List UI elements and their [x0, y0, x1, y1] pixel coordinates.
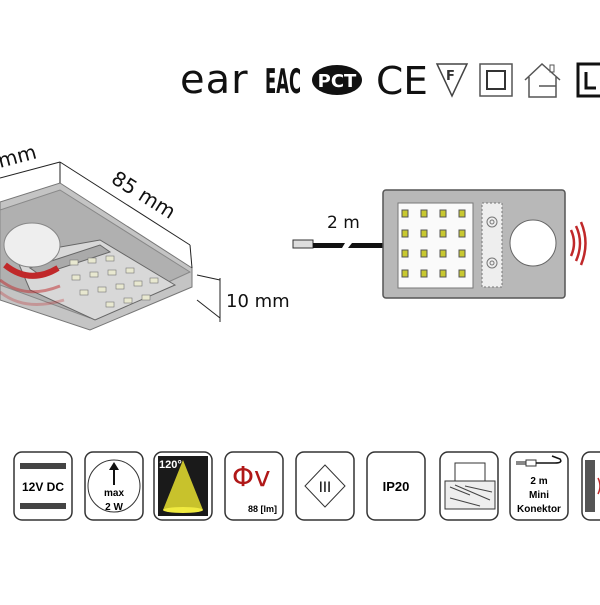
svg-text:Mini: Mini [529, 490, 549, 501]
voltage-label: 12V DC [22, 480, 64, 494]
led [458, 229, 466, 238]
svg-text:120°: 120° [159, 459, 182, 471]
protection-class-feature: III [295, 451, 355, 521]
svg-text:Konektor: Konektor [517, 504, 561, 515]
sensor-waves-icon [0, 262, 65, 306]
beam-angle-feature: 120° [153, 451, 213, 521]
led [401, 229, 409, 238]
svg-text:2 W: 2 W [105, 502, 123, 513]
mounting-surface-feature [439, 451, 499, 521]
eac-mark: EAC [265, 62, 301, 102]
led [420, 229, 428, 238]
indoor-use-mark [524, 62, 561, 98]
class-ii-mark [479, 63, 513, 97]
width-dimension-label: mm [0, 140, 39, 173]
led [420, 269, 428, 278]
svg-text:III: III [319, 480, 331, 496]
svg-text:88 [lm]: 88 [lm] [248, 504, 277, 514]
ear-mark: ear [180, 57, 249, 103]
certification-marks: ear EAC PCT CE F [180, 57, 600, 103]
led [401, 269, 409, 278]
f-mark: F [435, 63, 469, 98]
led-grid [69, 255, 159, 308]
led [439, 229, 447, 238]
voltage-feature: 12V DC [13, 451, 73, 521]
height-dimension-label: 10 mm [226, 291, 290, 312]
led [420, 209, 428, 218]
motion-sensor-dome [3, 222, 61, 268]
cable-length-label: 2 m [327, 213, 360, 233]
ip-rating-feature: IP20 [366, 451, 426, 521]
power-feature: max 2 W [84, 451, 144, 521]
device-front-view: 2 m [292, 189, 587, 299]
led [458, 269, 466, 278]
led [401, 249, 409, 258]
led [458, 209, 466, 218]
svg-text:Φv: Φv [232, 460, 271, 493]
pct-mark: PCT [312, 65, 362, 95]
led [458, 249, 466, 258]
sensor-waves-icon [569, 221, 587, 266]
led [439, 249, 447, 258]
mini-connector-icon [292, 239, 314, 249]
device-isometric-view: mm 85 mm 10 mm [0, 140, 290, 331]
ce-mark: CE [376, 59, 428, 103]
dimension-lines [0, 161, 221, 322]
luminous-flux-feature: Φv 88 [lm] [224, 451, 284, 521]
svg-text:IP20: IP20 [383, 479, 410, 494]
feature-icons: 12V DC max 2 W 120° Φv 88 [lm] III [13, 451, 600, 521]
led [439, 209, 447, 218]
motion-sensor [509, 219, 557, 267]
led [420, 249, 428, 258]
pct-mark-text: PCT [318, 71, 357, 92]
svg-text:max: max [104, 488, 124, 499]
led-grid [401, 209, 466, 278]
l-mark [576, 62, 600, 98]
led [401, 209, 409, 218]
svg-text:F: F [446, 69, 455, 84]
sensor-feature-partial [581, 451, 600, 521]
cable-feature: 2 m Mini Konektor [509, 451, 569, 521]
svg-text:2 m: 2 m [530, 476, 547, 487]
led [439, 269, 447, 278]
